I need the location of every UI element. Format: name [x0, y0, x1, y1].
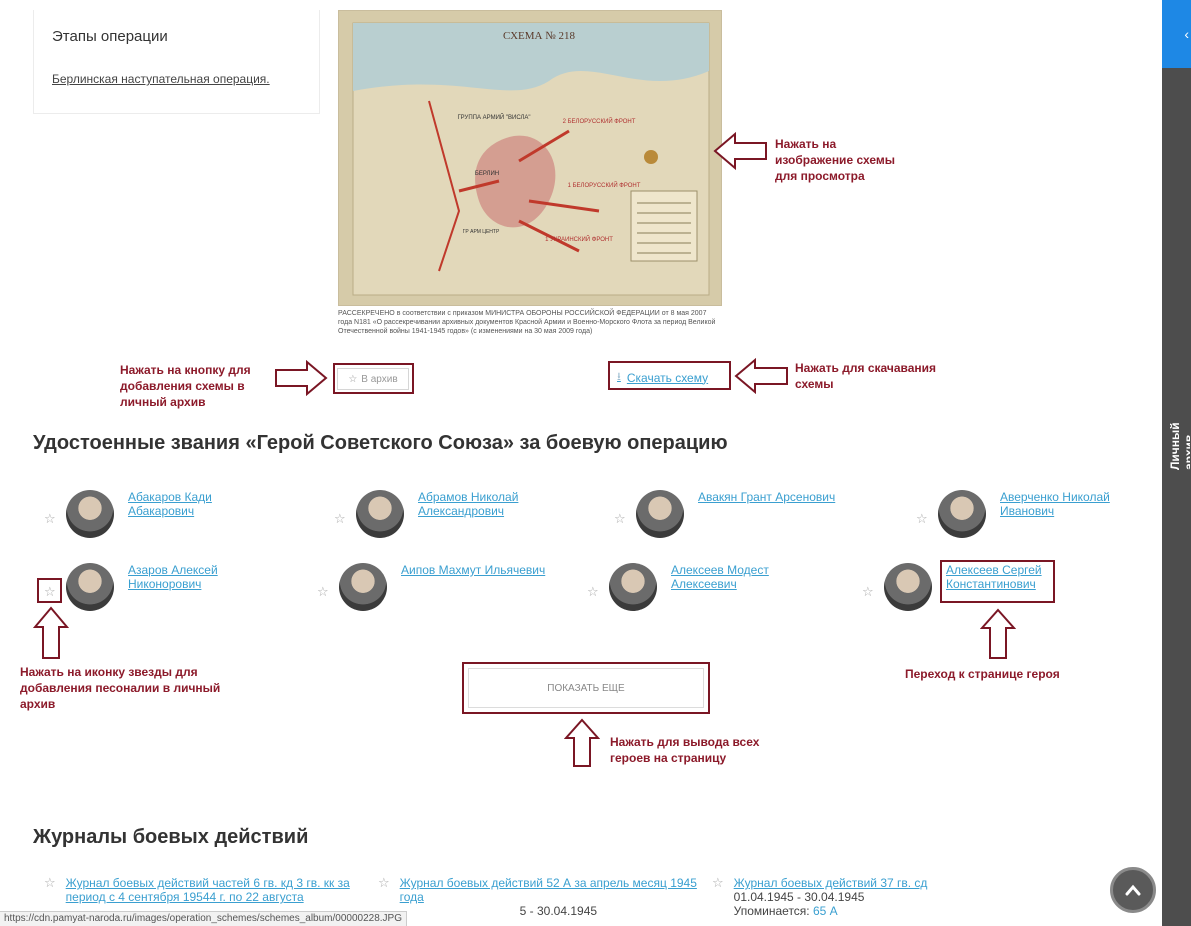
avatar — [636, 490, 684, 538]
mention-link[interactable]: 65 А — [812, 904, 838, 918]
download-link-highlight — [608, 361, 731, 390]
show-more-highlight — [462, 662, 710, 714]
add-scheme-to-archive-button[interactable]: ☆ В архив — [337, 368, 409, 390]
journal-mention: Упоминается: 65 А — [734, 904, 928, 918]
hero-name-link[interactable]: Алексеев Сергей Константинович — [946, 563, 1042, 591]
browser-status-url: https://cdn.pamyat-naroda.ru/images/oper… — [0, 911, 408, 926]
hero-link-highlight — [940, 560, 1055, 603]
star-icon: ☆ — [348, 373, 358, 385]
archive-button-label: В архив — [361, 373, 398, 385]
stages-title: Этапы операции — [52, 28, 168, 45]
avatar — [66, 563, 114, 611]
star-icon[interactable]: ☆ — [44, 875, 56, 890]
hero-name-link[interactable]: Авакян Грант Арсенович — [698, 490, 836, 504]
hero-item: ☆ Алексеев Модест Алексеевич — [587, 563, 816, 611]
up-arrow-icon — [564, 718, 600, 767]
hero-item: ☆ Алексеев Сергей Константинович — [862, 563, 1056, 611]
download-label: Скачать схему — [626, 370, 709, 385]
journal-dates: 01.04.1945 - 30.04.1945 — [733, 890, 865, 904]
star-icon[interactable]: ☆ — [587, 584, 599, 599]
star-icon[interactable]: ☆ — [712, 875, 724, 890]
hero-item: ☆ Авакян Грант Арсенович — [614, 490, 843, 538]
show-more-button[interactable]: ПОКАЗАТЬ ЕЩЕ — [468, 668, 704, 708]
sidebar-label: Личный архив — [1168, 422, 1190, 470]
hero-item: ☆ Аверченко Николай Иванович — [916, 490, 1130, 538]
hero-item: ☆ Абрамов Николай Александрович — [334, 490, 563, 538]
hero-name-link[interactable]: Аверченко Николай Иванович — [1000, 490, 1110, 518]
scroll-to-top-button[interactable] — [1110, 867, 1156, 913]
up-arrow-icon — [33, 606, 69, 659]
download-icon: ⭳ — [617, 371, 621, 383]
stage-link-berlin[interactable]: Берлинская наступательная операция. — [52, 72, 270, 86]
archive-button-highlight — [333, 363, 414, 394]
scheme-army-group: ГРУППА АРМИЙ "ВИСЛА" — [457, 113, 530, 121]
mention-label: Упоминается: — [733, 904, 810, 918]
operation-scheme-image[interactable]: СХЕМА № 218 ГРУППА АРМИЙ "ВИСЛА" 2 БЕЛОР… — [338, 10, 722, 306]
up-arrow-icon — [980, 608, 1016, 659]
journal-link[interactable]: Журнал боевых действий 52 А за апрель ме… — [399, 876, 697, 904]
scheme-caption: РАССЕКРЕЧЕНО в соответствии с приказом М… — [338, 310, 716, 335]
annotation-add-person: Нажать на иконку звезды для добавления п… — [20, 665, 221, 711]
heroes-section-title: Удостоенные звания «Герой Советского Сою… — [33, 432, 728, 454]
star-icon[interactable]: ☆ — [44, 584, 56, 599]
avatar — [339, 563, 387, 611]
scheme-city: БЕРЛИН — [475, 171, 499, 177]
star-icon[interactable]: ☆ — [378, 875, 390, 890]
star-icon-highlight — [37, 578, 62, 603]
avatar — [609, 563, 657, 611]
journal-link[interactable]: Журнал боевых действий частей 6 гв. кд 3… — [65, 876, 350, 904]
journal-link[interactable]: Журнал боевых действий 37 гв. сд — [733, 876, 928, 890]
scheme-army-center: ГР АРМ ЦЕНТР — [463, 229, 500, 235]
right-arrow-icon — [275, 360, 328, 396]
journals-section-title: Журналы боевых действий — [33, 826, 309, 848]
star-icon[interactable]: ☆ — [44, 511, 56, 526]
journal-dates: 5 - 30.04.1945 — [519, 904, 598, 918]
chevron-up-icon — [1125, 884, 1141, 896]
avatar — [938, 490, 986, 538]
journal-item: ☆ Журнал боевых действий 52 А за апрель … — [378, 875, 698, 919]
hero-name-link[interactable]: Аипов Махмут Ильячевич — [401, 563, 546, 577]
annotation-download: Нажать для скачавания схемы — [795, 361, 937, 391]
scheme-front-2by: 2 БЕЛОРУССКИЙ ФРОНТ — [563, 117, 636, 125]
sidebar-toggle-button[interactable]: ‹ — [1162, 0, 1191, 68]
annotation-show-all: Нажать для вывода всех героев на страниц… — [610, 735, 760, 765]
hero-name-link[interactable]: Алексеев Модест Алексеевич — [671, 563, 769, 591]
star-icon[interactable]: ☆ — [317, 584, 329, 599]
hero-name-link[interactable]: Азаров Алексей Никонорович — [128, 563, 218, 591]
scheme-front-1by: 1 БЕЛОРУССКИЙ ФРОНТ — [568, 181, 641, 189]
hero-item: ☆ Азаров Алексей Никонорович — [44, 563, 273, 611]
star-icon[interactable]: ☆ — [916, 511, 928, 526]
journal-item: ☆ Журнал боевых действий частей 6 гв. кд… — [44, 875, 364, 905]
download-scheme-link[interactable]: ⭳ Скачать схему — [617, 368, 708, 387]
hero-item: ☆ Аипов Махмут Ильячевич — [317, 563, 571, 611]
avatar — [356, 490, 404, 538]
avatar — [884, 563, 932, 611]
annotation-hero-page: Переход к странице героя — [905, 667, 1060, 681]
scheme-map-icon: СХЕМА № 218 ГРУППА АРМИЙ "ВИСЛА" 2 БЕЛОР… — [339, 11, 721, 305]
personal-archive-sidebar[interactable] — [1162, 0, 1191, 926]
hero-item: ☆ Абакаров Кади Абакарович — [44, 490, 273, 538]
chevron-left-icon: ‹ — [1184, 26, 1189, 42]
scheme-heading: СХЕМА № 218 — [503, 30, 575, 42]
hero-name-link[interactable]: Абакаров Кади Абакарович — [128, 490, 212, 518]
operation-stages-panel: Этапы операции Берлинская наступательная… — [33, 10, 320, 114]
hero-name-link[interactable]: Абрамов Николай Александрович — [418, 490, 519, 518]
star-icon[interactable]: ☆ — [614, 511, 626, 526]
star-icon[interactable]: ☆ — [334, 511, 346, 526]
annotation-view-scheme: Нажать на изображение схемы для просмотр… — [775, 137, 895, 183]
star-icon[interactable]: ☆ — [862, 584, 874, 599]
left-arrow-icon — [713, 131, 767, 171]
journal-item: ☆ Журнал боевых действий 37 гв. сд 01.04… — [712, 875, 962, 919]
scheme-front-1ua: 1 УКРАИНСКИЙ ФРОНТ — [545, 235, 613, 243]
annotation-add-scheme: Нажать на кнопку для добавления схемы в … — [120, 363, 251, 409]
avatar — [66, 490, 114, 538]
left-arrow-icon — [734, 358, 788, 394]
